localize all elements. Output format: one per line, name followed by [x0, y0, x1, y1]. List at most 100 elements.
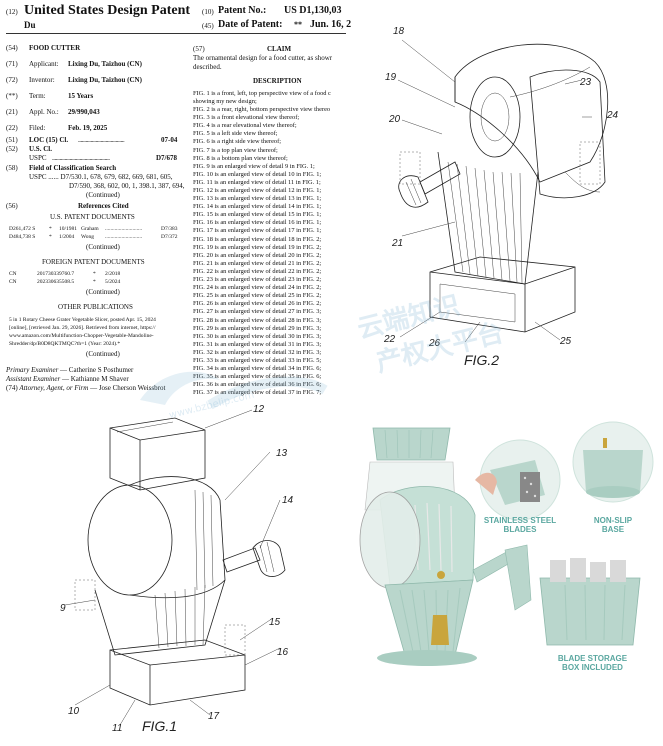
figure-description-line: FIG. 22 is an enlarged view of detail 22…	[193, 267, 322, 275]
applicant: Lixing Du, Taizhou (CN)	[68, 60, 142, 68]
tag-54: (54)	[6, 44, 18, 52]
figure-description-line: FIG. 33 is an enlarged view of detail 33…	[193, 356, 322, 364]
figure-description-line: FIG. 26 is an enlarged view of detail 26…	[193, 300, 322, 308]
uscl-label: U.S. Cl.	[29, 145, 52, 153]
figure-description-line: FIG. 21 is an enlarged view of detail 21…	[193, 259, 322, 267]
fig1-ref: 13	[276, 448, 288, 459]
fig2-ref: 19	[385, 72, 397, 83]
base-caption: NON-SLIP BASE	[593, 516, 633, 534]
continued-note: (Continued)	[86, 191, 120, 199]
figure-description-line: FIG. 16 is an enlarged view of detail 16…	[193, 219, 322, 227]
figure-description-line: FIG. 2 is a rear, right, bottom perspect…	[193, 106, 331, 114]
us-doc-row: D484,738 S * 1/2004 Wong ...............…	[9, 234, 178, 240]
inventor: Lixing Du, Taizhou (CN)	[68, 76, 142, 84]
claim-title: CLAIM	[267, 45, 292, 53]
figure-description-line: FIG. 3 is a front elevational view there…	[193, 114, 300, 122]
tag-10: (10)	[202, 8, 214, 16]
foreign-docs-list: CN 201730339760.7 * 2/2018 CN 2023306355…	[9, 270, 184, 286]
figure-description-line: FIG. 31 is an enlarged view of detail 31…	[193, 340, 322, 348]
tag-21: (21)	[6, 108, 18, 116]
fig1-ref: 16	[277, 647, 289, 658]
primary-examiner: Primary Examiner — Catherine S Posthumer	[6, 366, 134, 374]
header-rule	[6, 33, 346, 34]
fig2-ref: 23	[580, 77, 592, 88]
storage-caption: BLADE STORAGE BOX INCLUDED	[557, 654, 628, 672]
fig2-ref: 25	[560, 336, 572, 347]
appl-number: 29/990,043	[68, 108, 100, 116]
figure-description-line: FIG. 25 is an enlarged view of detail 25…	[193, 292, 322, 300]
term: 15 Years	[68, 92, 94, 100]
figure-description-line: FIG. 18 is an enlarged view of detail 18…	[193, 235, 322, 243]
figure-description-line: FIG. 34 is an enlarged view of detail 34…	[193, 365, 322, 373]
figure-description-line: FIG. 35 is an enlarged view of detail 35…	[193, 373, 322, 381]
foreign-docs-title: FOREIGN PATENT DOCUMENTS	[42, 258, 145, 266]
us-docs-list: D261,472 S * 10/1981 Graham ............…	[9, 225, 184, 241]
tag-56: (56)	[6, 202, 18, 210]
tag-45: (45)	[202, 22, 214, 30]
loc-dots: .....................................	[78, 136, 125, 144]
figure-description-line: FIG. 29 is an enlarged view of detail 29…	[193, 324, 322, 332]
figure-description-line: FIG. 10 is an enlarged view of detail 10…	[193, 170, 322, 178]
figure-description-line: FIG. 7 is a top plan view thereof;	[193, 146, 278, 154]
us-doc-row: D261,472 S * 10/1981 Graham ............…	[9, 226, 178, 232]
fig1-drawing	[64, 409, 286, 726]
figure-description-line: FIG. 15 is an enlarged view of detail 15…	[193, 211, 322, 219]
figure-description-line: FIG. 14 is an enlarged view of detail 14…	[193, 203, 322, 211]
fig2-ref: 26	[429, 338, 441, 349]
other-pubs-title: OTHER PUBLICATIONS	[58, 303, 133, 311]
assistant-examiner: Assistant Examiner — Kathianne M Shaver	[6, 375, 129, 383]
foreign-doc-row: CN 201730339760.7 * 2/2018	[9, 271, 121, 277]
description-title: DESCRIPTION	[253, 76, 302, 85]
fig1-ref: 17	[208, 711, 220, 722]
figure-description-line: FIG. 30 is an enlarged view of detail 30…	[193, 332, 322, 340]
inventor-label: Inventor:	[29, 76, 55, 84]
figure-description-line: FIG. 8 is a bottom plan view thereof;	[193, 154, 288, 162]
tag-52: (52)	[6, 145, 18, 153]
figure-description-line: showing my new design;	[193, 97, 257, 105]
figure-description-line: FIG. 11 is an enlarged view of detail 11…	[193, 178, 321, 186]
continued-note: (Continued)	[86, 350, 120, 358]
appl-label: Appl. No.:	[29, 108, 59, 116]
tag-12: (12)	[6, 8, 18, 16]
grater-product-image	[359, 421, 654, 666]
inventor-surname: Du	[24, 20, 36, 30]
figure-description-line: FIG. 9 is an enlarged view of detail 9 i…	[193, 162, 315, 170]
filed-date: Feb. 19, 2025	[68, 124, 108, 132]
blades-caption: STAINLESS STEEL BLADES	[483, 516, 557, 534]
field-search-line: D7/590, 368, 602, 00, 1, 398.1, 387, 694…	[69, 182, 185, 190]
figure-description-line: FIG. 19 is an enlarged view of detail 19…	[193, 243, 322, 251]
figure-description-line: FIG. 6 is a right side view thereof;	[193, 138, 282, 146]
fig2-ref: 21	[392, 238, 404, 249]
figure-description-line: FIG. 1 is a front, left, top perspective…	[193, 89, 331, 97]
loc-class: 07-04	[161, 136, 178, 144]
tag-term: (**)	[6, 92, 18, 100]
patent-no-label: Patent No.:	[218, 5, 267, 16]
fig1-ref: 14	[282, 495, 294, 506]
fig2-label: FIG.2	[464, 352, 500, 368]
continued-note: (Continued)	[86, 288, 120, 296]
patent-title: United States Design Patent	[24, 3, 191, 18]
uspc-label: USPC	[29, 154, 47, 162]
figure-description-line: FIG. 27 is an enlarged view of detail 27…	[193, 308, 322, 316]
design-title: FOOD CUTTER	[29, 44, 81, 52]
loc-label: LOC (15) Cl.	[29, 136, 69, 144]
continued-note: (Continued)	[86, 243, 120, 251]
us-docs-title: U.S. PATENT DOCUMENTS	[50, 213, 135, 221]
term-label: Term:	[29, 92, 46, 100]
uspc-class: D7/678	[156, 154, 177, 162]
figure-description-line: FIG. 32 is an enlarged view of detail 32…	[193, 348, 322, 356]
fig1-ref: 12	[253, 404, 265, 415]
tag-22: (22)	[6, 124, 18, 132]
tag-72: (72)	[6, 76, 18, 84]
foreign-doc-row: CN 202330635508.5 * 5/2024	[9, 279, 121, 285]
claim-text: described.	[193, 63, 222, 72]
fig1-ref: 10	[68, 706, 80, 717]
figure-description-line: FIG. 23 is an enlarged view of detail 23…	[193, 276, 322, 284]
tag-58: (58)	[6, 164, 18, 172]
figure-description-line: FIG. 4 is a rear elevational view thereo…	[193, 122, 297, 130]
figure-description-line: FIG. 28 is an enlarged view of detail 28…	[193, 316, 322, 324]
fig2-ref: 20	[389, 114, 401, 125]
fig1-ref: 9	[60, 603, 66, 614]
figure-description-line: FIG. 20 is an enlarged view of detail 20…	[193, 251, 322, 259]
applicant-label: Applicant:	[29, 60, 59, 68]
